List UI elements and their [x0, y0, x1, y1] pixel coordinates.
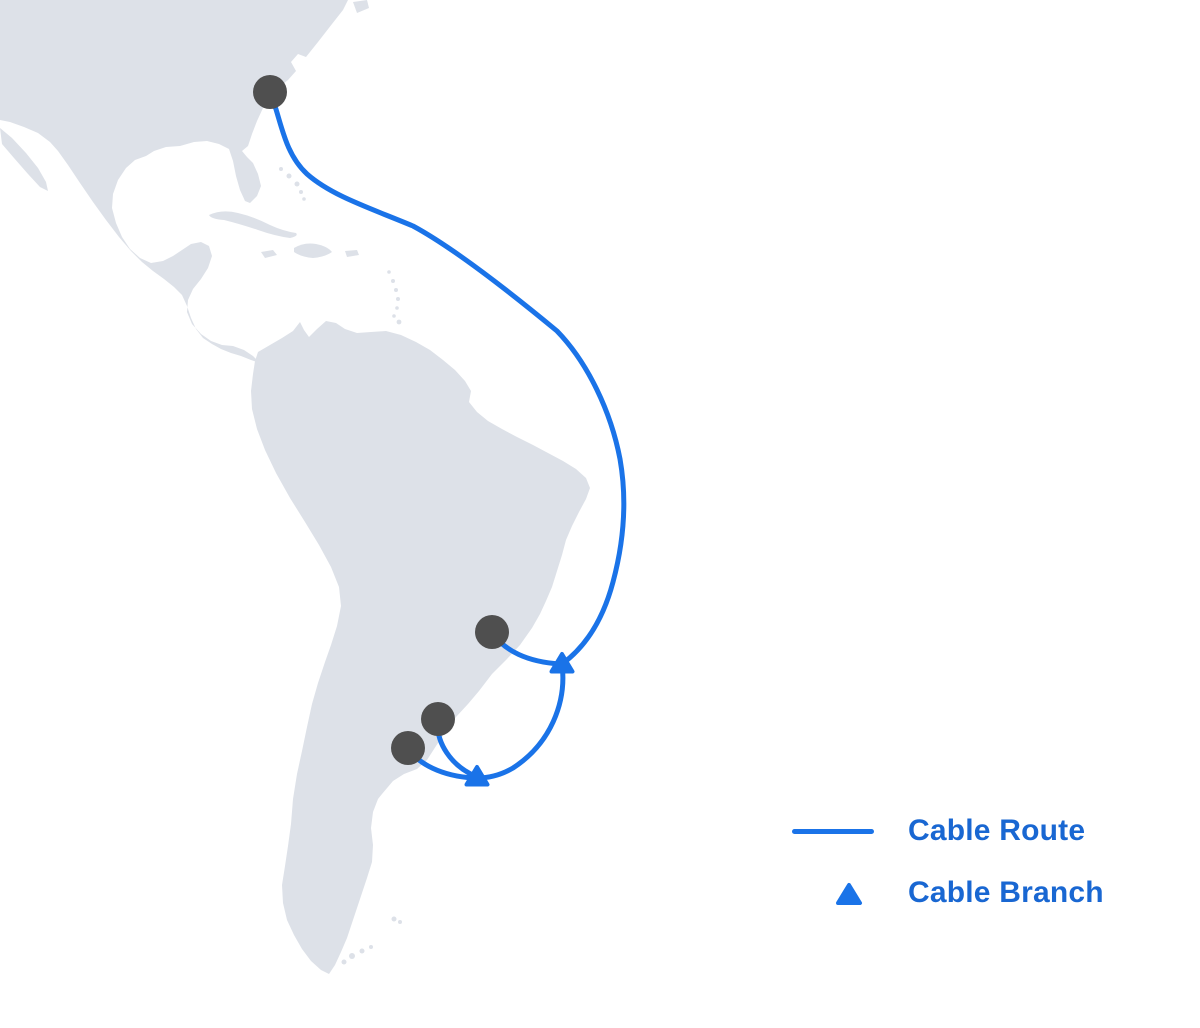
island-speck — [396, 319, 402, 325]
legend: Cable Route Cable Branch — [780, 807, 1104, 917]
island-speck — [302, 197, 306, 201]
branch-triangle — [464, 765, 490, 787]
landmasses — [0, 0, 590, 974]
island-speck — [392, 314, 396, 318]
landmass-puerto-rico — [345, 250, 359, 257]
cable-route-line-icon — [792, 828, 874, 834]
cable-route-main-route-north — [267, 89, 627, 667]
landing-dot — [253, 75, 287, 109]
landing-dot — [391, 731, 425, 765]
island-speck — [387, 270, 391, 274]
landmass-baja-peninsula — [0, 128, 48, 191]
island-speck — [395, 306, 399, 310]
landing-dot — [475, 615, 509, 649]
island-speck — [276, 58, 280, 62]
legend-label-cable-branch: Cable Branch — [908, 876, 1104, 909]
island-speck — [349, 953, 355, 959]
branch-triangle — [549, 652, 575, 674]
cable-route-main-route-south — [474, 661, 566, 781]
island-speck — [394, 288, 398, 292]
landmass-north-and-central-america — [0, 0, 348, 363]
legend-row-cable-branch: Cable Branch — [780, 869, 1104, 917]
island-speck — [294, 34, 298, 38]
landmass-cuba — [209, 211, 297, 238]
island-speck — [286, 173, 292, 179]
landing-dots — [253, 75, 509, 765]
island-speck — [396, 297, 400, 301]
landmass-new-england-island — [353, 0, 369, 13]
legend-symbol-cell — [780, 828, 908, 834]
islands — [270, 34, 402, 965]
island-speck — [341, 959, 347, 965]
island-speck — [299, 190, 303, 194]
legend-row-cable-route: Cable Route — [780, 807, 1104, 855]
island-speck — [391, 279, 395, 283]
legend-symbol-cell — [780, 879, 908, 907]
island-speck — [369, 945, 373, 949]
island-speck — [359, 948, 365, 954]
cable-branch-triangle-icon — [836, 883, 862, 905]
island-speck — [391, 916, 397, 922]
island-speck — [270, 55, 274, 59]
island-speck — [398, 920, 402, 924]
island-speck — [294, 181, 300, 187]
landmass-south-america — [251, 321, 590, 974]
landmass-hispaniola — [294, 243, 332, 258]
landing-dot — [421, 702, 455, 736]
branch-triangles — [464, 652, 575, 787]
legend-label-cable-route: Cable Route — [908, 814, 1086, 847]
landmass-jamaica — [261, 250, 277, 258]
island-speck — [279, 167, 283, 171]
